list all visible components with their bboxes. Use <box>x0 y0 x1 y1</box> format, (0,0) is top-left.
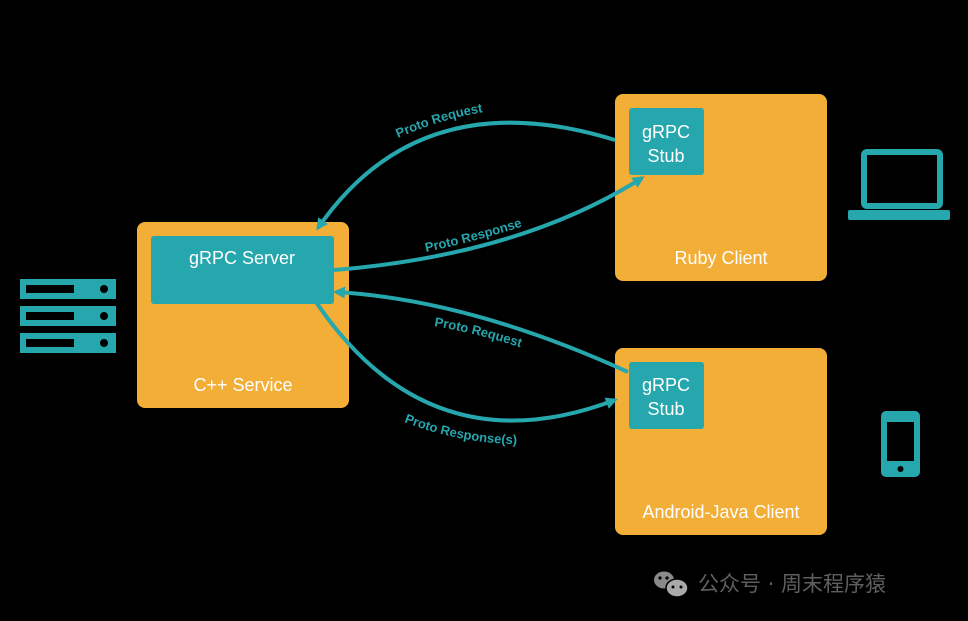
wechat-icon <box>654 571 689 598</box>
android-request-label: Proto Request <box>434 314 525 350</box>
android-response-label: Proto Response(s) <box>403 411 517 447</box>
cpp-service-node: gRPC Server C++ Service <box>137 222 349 408</box>
server-rack-icon <box>20 279 116 353</box>
grpc-server-box <box>151 236 334 304</box>
svg-text:Proto Response(s): Proto Response(s) <box>403 411 517 447</box>
ruby-stub-label-line2: Stub <box>647 146 684 166</box>
android-stub-label-line2: Stub <box>647 399 684 419</box>
cpp-service-label: C++ Service <box>193 375 292 395</box>
grpc-server-label: gRPC Server <box>189 248 295 268</box>
android-response-arrow <box>314 300 617 423</box>
ruby-client-label: Ruby Client <box>674 248 767 268</box>
android-client-label: Android-Java Client <box>642 502 799 522</box>
android-stub-label-line1: gRPC <box>642 375 690 395</box>
ruby-stub-label-line1: gRPC <box>642 122 690 142</box>
android-stub-box <box>629 362 704 429</box>
ruby-request-arrow <box>316 120 617 230</box>
ruby-client-node: gRPC Stub Ruby Client <box>615 94 827 281</box>
wechat-account-label: 公众号 · 周末程序猿 <box>698 572 886 596</box>
android-client-node: gRPC Stub Android-Java Client <box>615 348 827 535</box>
svg-text:Proto Request: Proto Request <box>434 314 525 350</box>
laptop-icon <box>848 149 950 220</box>
smartphone-icon <box>881 411 920 477</box>
ruby-response-arrow <box>332 176 644 272</box>
ruby-stub-box <box>629 108 704 175</box>
